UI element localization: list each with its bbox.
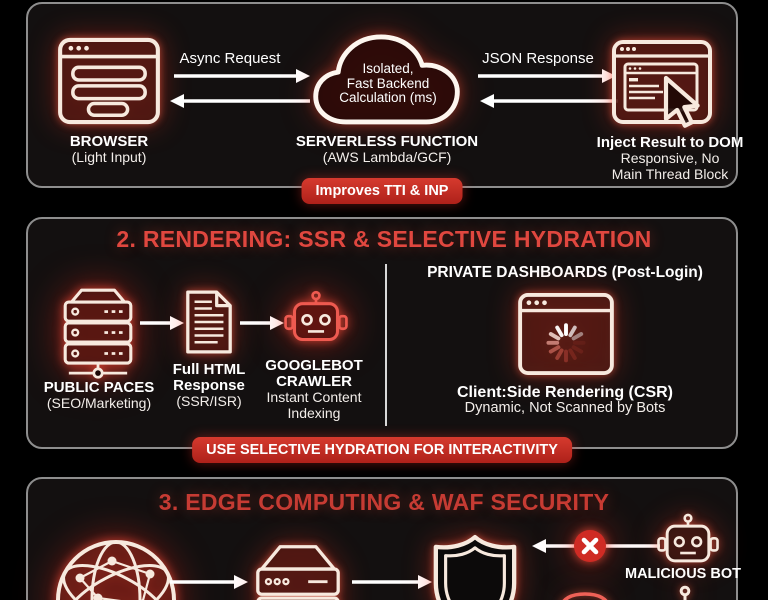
browser-window-icon <box>58 37 160 125</box>
block-x-icon <box>574 530 606 562</box>
panel-rendering: 2. RENDERING: SSR & SELECTIVE HYDRATION <box>26 217 738 463</box>
cursor-pointer-icon <box>663 75 700 128</box>
arrow-left-icon <box>480 94 618 108</box>
browser-subtitle: (Light Input) <box>71 149 147 165</box>
browser-label: BROWSER (Light Input) <box>34 134 184 166</box>
csr-label: Client:Side Rendering (CSR) Dynamic, Not… <box>425 385 705 417</box>
arrow-right-icon <box>478 69 616 83</box>
cloud-text: Isolated, Fast Backend Calculation (ms) <box>317 61 459 106</box>
public-pages-title: PUBLIC PACES <box>43 379 155 396</box>
dom-line1: Responsive, No <box>620 150 720 166</box>
dom-line2: Main Thread Block <box>611 165 729 182</box>
googlebot-title1: GOOGLEBOT <box>265 357 363 374</box>
public-pages-label: PUBLIC PACES (SEO/Marketing) <box>29 380 169 412</box>
full-html-title2: Response <box>173 377 245 394</box>
googlebot-label: GOOGLEBOT CRAWLER Instant Content Indexi… <box>244 358 384 421</box>
malicious-bot-label: MALICIOUS BOT <box>625 566 741 582</box>
full-html-title1: Full HTML <box>172 361 246 378</box>
browser-cursor-icon <box>612 40 712 128</box>
arrow-right-icon <box>140 316 184 330</box>
async-request-label: Async Request <box>179 50 281 67</box>
browser-title: BROWSER <box>69 133 149 150</box>
cloud-line2: Fast Backend <box>346 75 430 91</box>
arrow-right-icon <box>174 69 310 83</box>
partial-oval-icon <box>562 592 608 600</box>
full-html-subtitle: (SSR/ISR) <box>176 393 242 409</box>
panel-edge-security: 3. EDGE COMPUTING & WAF SECURITY <box>26 477 741 600</box>
cloud-icon <box>313 34 460 125</box>
public-pages-subtitle: (SEO/Marketing) <box>46 395 152 411</box>
loading-window-icon <box>518 293 614 375</box>
loading-spinner-icon <box>546 323 586 363</box>
csr-title: Client:Side Rendering (CSR) <box>456 384 673 401</box>
arrow-right-icon <box>170 575 248 589</box>
dom-title: Inject Result to DOM <box>596 134 744 151</box>
arrow-right-icon <box>352 575 432 589</box>
arrow-left-icon <box>170 94 310 108</box>
partial-antenna-icon <box>679 585 691 600</box>
shield-icon <box>433 534 517 600</box>
dom-label: Inject Result to DOM Responsive, No Main… <box>570 135 768 182</box>
document-icon <box>186 290 232 354</box>
edge-server-icon <box>256 545 340 600</box>
googlebot-title2: CRAWLER <box>276 373 352 390</box>
selective-hydration-badge: USE SELECTIVE HYDRATION FOR INTERACTIVIT… <box>192 437 572 463</box>
csr-subtitle: Dynamic, Not Scanned by Bots <box>464 400 666 416</box>
server-stack-icon <box>63 288 133 379</box>
serverless-label: SERVERLESS FUNCTION (AWS Lambda/GCF) <box>267 134 507 166</box>
cloud-line1: Isolated, <box>362 61 414 76</box>
section2-title: 2. RENDERING: SSR & SELECTIVE HYDRATION <box>116 226 652 252</box>
googlebot-subtitle1: Instant Content <box>266 389 362 405</box>
panel-serverless-flow: BROWSER (Light Input) Async Request Isol… <box>26 2 743 204</box>
globe-network-icon <box>56 540 176 600</box>
cloud-line3: Calculation (ms) <box>339 90 437 105</box>
serverless-title: SERVERLESS FUNCTION <box>295 133 479 150</box>
column-divider <box>385 264 387 426</box>
googlebot-subtitle2: Indexing <box>287 404 341 421</box>
malicious-bot-icon <box>657 513 719 563</box>
robot-icon <box>284 290 348 341</box>
section3-title: 3. EDGE COMPUTING & WAF SECURITY <box>158 489 610 515</box>
arrow-right-icon <box>240 316 284 330</box>
serverless-subtitle: (AWS Lambda/GCF) <box>322 149 452 165</box>
private-dashboards-heading: PRIVATE DASHBOARDS (Post-Login) <box>427 264 703 281</box>
json-response-label: JSON Response <box>482 50 594 67</box>
full-html-label: Full HTML Response (SSR/ISR) <box>149 362 269 410</box>
tti-inp-badge: Improves TTI & INP <box>301 178 463 204</box>
